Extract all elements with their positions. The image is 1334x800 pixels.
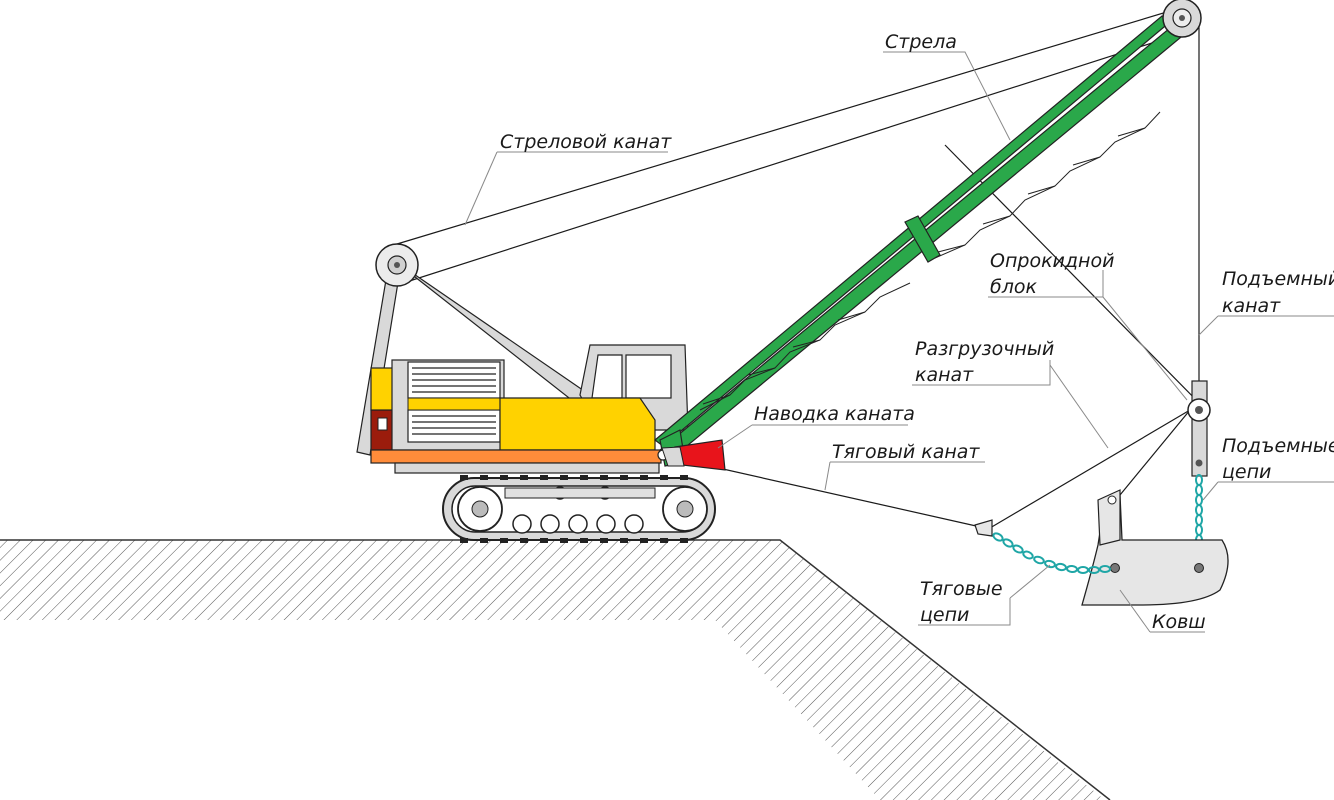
dump-rope xyxy=(989,409,1191,529)
leader-lines xyxy=(464,51,1334,633)
fairlead xyxy=(661,439,726,471)
ropes xyxy=(396,7,1209,529)
label-drag-rope: Тяговый канат xyxy=(832,441,980,463)
label-bucket: Ковш xyxy=(1152,611,1206,633)
label-hoist-rope-line1: Подъемный xyxy=(1222,268,1334,290)
label-hoist-chains-line1: Подъемные xyxy=(1222,435,1334,457)
boom xyxy=(654,0,1202,467)
crawler-tracks xyxy=(442,475,716,543)
machine-body xyxy=(370,359,662,474)
label-hoist-rope-line2: канат xyxy=(1222,295,1281,317)
a-frame xyxy=(356,243,591,456)
label-dump-rope-line2: канат xyxy=(915,364,974,386)
label-boom-rope: Стреловой канат xyxy=(500,131,672,153)
orange-stripe xyxy=(370,449,662,464)
label-boom: Стрела xyxy=(885,31,957,53)
drag-chains xyxy=(992,532,1111,574)
labels: Стрела Стреловой канат Опрокидной блок П… xyxy=(500,31,1334,633)
boom-rope xyxy=(396,7,1181,245)
bucket xyxy=(1081,489,1229,606)
label-hoist-chains-line2: цепи xyxy=(1222,461,1271,483)
ground xyxy=(0,539,1111,800)
drag-hitch xyxy=(974,519,993,537)
label-tipping-block-line1: Опрокидной xyxy=(990,250,1114,272)
label-drag-chains-line1: Тяговые xyxy=(920,578,1003,600)
tipping-block xyxy=(1187,380,1211,477)
label-fairlead: Наводка каната xyxy=(754,403,915,425)
label-drag-chains-line2: цепи xyxy=(920,604,969,626)
label-dump-rope-line1: Разгрузочный xyxy=(915,338,1054,360)
label-tipping-block-line2: блок xyxy=(990,276,1037,298)
